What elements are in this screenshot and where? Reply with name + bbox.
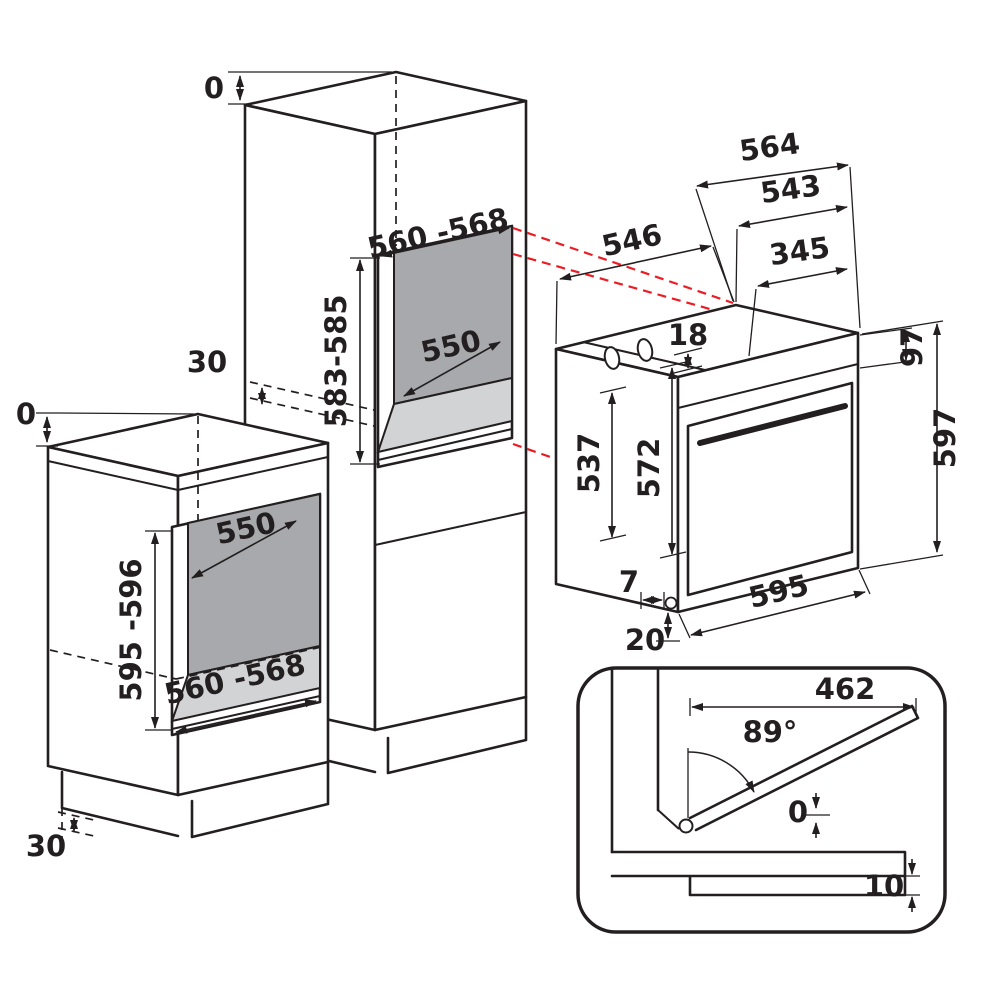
dim-label-oven-543: 543 bbox=[758, 168, 823, 210]
dim-base-niche-depth bbox=[191, 520, 297, 579]
tall-cabinet-shelf-line bbox=[374, 511, 527, 546]
oven-door-handle bbox=[697, 403, 848, 446]
base-cabinet-hidden-bottom-1 bbox=[49, 649, 177, 680]
dim-ext-base-zero bbox=[36, 412, 195, 447]
base-cabinet: 0 550 595 -596 560 -568 30 bbox=[16, 397, 330, 863]
dim-label-oven-97: 97 bbox=[895, 327, 929, 367]
dim-oven-345 bbox=[757, 267, 848, 288]
dim-label-tall-zero: 0 bbox=[204, 71, 224, 105]
dim-oven-546 bbox=[559, 244, 712, 281]
projection-lines bbox=[512, 226, 743, 522]
dim-ext-oven-18 bbox=[673, 347, 703, 374]
dim-label-oven-546: 546 bbox=[599, 217, 665, 263]
dim-ext-door-10 bbox=[905, 875, 920, 896]
door-detail-frame bbox=[576, 666, 947, 934]
dim-label-oven-572: 572 bbox=[632, 438, 666, 499]
base-cabinet-side-face bbox=[46, 445, 180, 797]
base-cabinet-worktop-edge bbox=[47, 456, 329, 491]
dim-label-oven-597: 597 bbox=[928, 408, 962, 469]
dim-tall-niche-width bbox=[380, 226, 510, 258]
oven-knob-left bbox=[603, 346, 621, 370]
tall-cabinet-plinth-front bbox=[386, 695, 528, 775]
dim-ext-oven-564 bbox=[695, 166, 861, 329]
dim-label-oven-537: 537 bbox=[572, 433, 606, 494]
dim-label-door-angle: 89° bbox=[743, 715, 798, 749]
oven-front-face bbox=[676, 331, 860, 614]
dim-ext-tall-zero bbox=[228, 71, 392, 105]
dim-base-niche-width bbox=[175, 699, 317, 734]
dim-label-door-10: 10 bbox=[864, 869, 904, 903]
dim-tall-niche-depth bbox=[403, 341, 501, 397]
dim-label-door-462: 462 bbox=[815, 672, 876, 706]
dim-label-oven-20: 20 bbox=[625, 623, 665, 657]
dim-ext-oven-543 bbox=[735, 228, 738, 303]
dim-ext-oven-7 bbox=[640, 592, 665, 609]
door-detail: 89° 462 0 10 bbox=[576, 666, 947, 934]
base-cabinet-plinth-front bbox=[190, 760, 330, 839]
dim-ext-oven-572 bbox=[659, 361, 687, 559]
dim-label-base-zero: 0 bbox=[16, 397, 36, 431]
dim-oven-595 bbox=[690, 590, 866, 637]
dim-door-angle-arc bbox=[687, 751, 755, 793]
dim-label-door-zero: 0 bbox=[788, 795, 808, 829]
oven-fascia-line bbox=[677, 363, 859, 409]
dim-label-base-niche-height: 595 -596 bbox=[114, 558, 148, 701]
dim-oven-543 bbox=[738, 204, 848, 229]
base-plinth-gap-line-1 bbox=[57, 811, 95, 821]
dim-ext-oven-345 bbox=[748, 288, 757, 357]
projection-line-middle bbox=[512, 252, 743, 320]
detail-hinge-pivot bbox=[678, 818, 694, 834]
base-plinth-gap-line-2 bbox=[57, 827, 95, 837]
dim-ext-oven-537 bbox=[599, 386, 627, 542]
dim-ext-oven-97 bbox=[859, 327, 913, 369]
detail-cabinet-wall bbox=[610, 668, 660, 854]
dim-label-tall-niche-height: 583-585 bbox=[319, 294, 353, 427]
oven: 546 564 543 345 18 97 597 537 572 bbox=[554, 126, 962, 657]
oven-cable-outlet bbox=[664, 596, 678, 610]
dim-ext-oven-597 bbox=[859, 320, 944, 570]
dim-ext-tall-niche-height bbox=[350, 257, 380, 465]
dim-label-oven-345: 345 bbox=[767, 230, 832, 272]
dim-label-oven-564: 564 bbox=[737, 126, 802, 168]
dim-label-tall-back-gap: 30 bbox=[187, 345, 227, 379]
dim-label-oven-7: 7 bbox=[619, 565, 639, 599]
dim-ext-base-niche-height bbox=[145, 530, 172, 731]
detail-hinge-bracket bbox=[657, 809, 680, 830]
projection-line-bottom bbox=[512, 442, 732, 522]
detail-floor bbox=[610, 850, 907, 897]
tall-cabinet-niche-shelf-edge bbox=[377, 428, 513, 461]
dim-oven-564 bbox=[696, 162, 849, 189]
base-cabinet-hidden-bottom-2 bbox=[175, 645, 327, 680]
oven-door-outline bbox=[686, 381, 854, 597]
projection-line-top bbox=[512, 226, 734, 305]
tall-cabinet-back-gap-line-1 bbox=[249, 381, 375, 411]
dim-ext-door-462 bbox=[689, 698, 917, 716]
tall-cabinet-back-gap-line-2 bbox=[249, 397, 375, 427]
oven-knob-right bbox=[636, 338, 654, 362]
dim-label-oven-18: 18 bbox=[668, 318, 708, 352]
dim-ext-oven-595 bbox=[678, 569, 871, 639]
dim-label-base-plinth-gap: 30 bbox=[26, 829, 66, 863]
